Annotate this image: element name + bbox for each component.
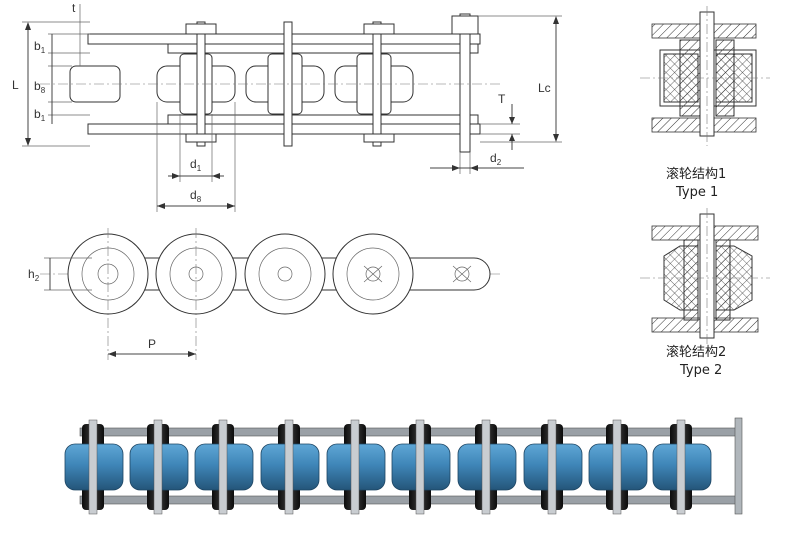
pin xyxy=(415,419,425,515)
type1-cn-caption: 滚轮结构1 xyxy=(666,166,726,182)
side-rollers xyxy=(67,233,472,315)
pin xyxy=(153,419,163,515)
pin xyxy=(350,419,360,515)
dim-b1-bottom: b1 xyxy=(34,107,46,123)
type2-en-caption: Type 2 xyxy=(679,363,722,378)
dim-d1: d1 xyxy=(190,157,202,173)
type2-cn-caption: 滚轮结构2 xyxy=(666,344,726,360)
dim-b8: b8 xyxy=(34,79,46,95)
dim-T: T xyxy=(498,92,506,106)
pin xyxy=(547,419,557,515)
plan-view: L t b1 b8 b1 Lc T d1 xyxy=(12,1,562,212)
photo-rollers xyxy=(64,419,712,515)
type1-section: 滚轮结构1 Type 1 xyxy=(640,6,770,200)
pin xyxy=(676,419,686,515)
dim-Lc: Lc xyxy=(538,81,551,95)
inner-plate-top xyxy=(167,43,479,54)
dim-d8: d8 xyxy=(190,188,202,204)
type2-section: 滚轮结构2 Type 2 xyxy=(640,208,770,378)
pin xyxy=(481,419,491,515)
dim-b1-top: b1 xyxy=(34,39,46,55)
dim-t: t xyxy=(72,1,76,15)
dim-P: P xyxy=(148,337,156,351)
pin xyxy=(88,419,98,515)
dim-h2: h2 xyxy=(28,267,40,283)
pin xyxy=(612,419,622,515)
pin xyxy=(218,419,228,515)
side-view: h2 P xyxy=(28,228,500,360)
pin xyxy=(284,419,294,515)
chain-photo xyxy=(64,417,743,515)
dim-d2: d2 xyxy=(490,151,502,167)
type1-en-caption: Type 1 xyxy=(675,185,718,200)
dim-L: L xyxy=(12,78,19,92)
inner-plate-bottom xyxy=(167,114,479,125)
